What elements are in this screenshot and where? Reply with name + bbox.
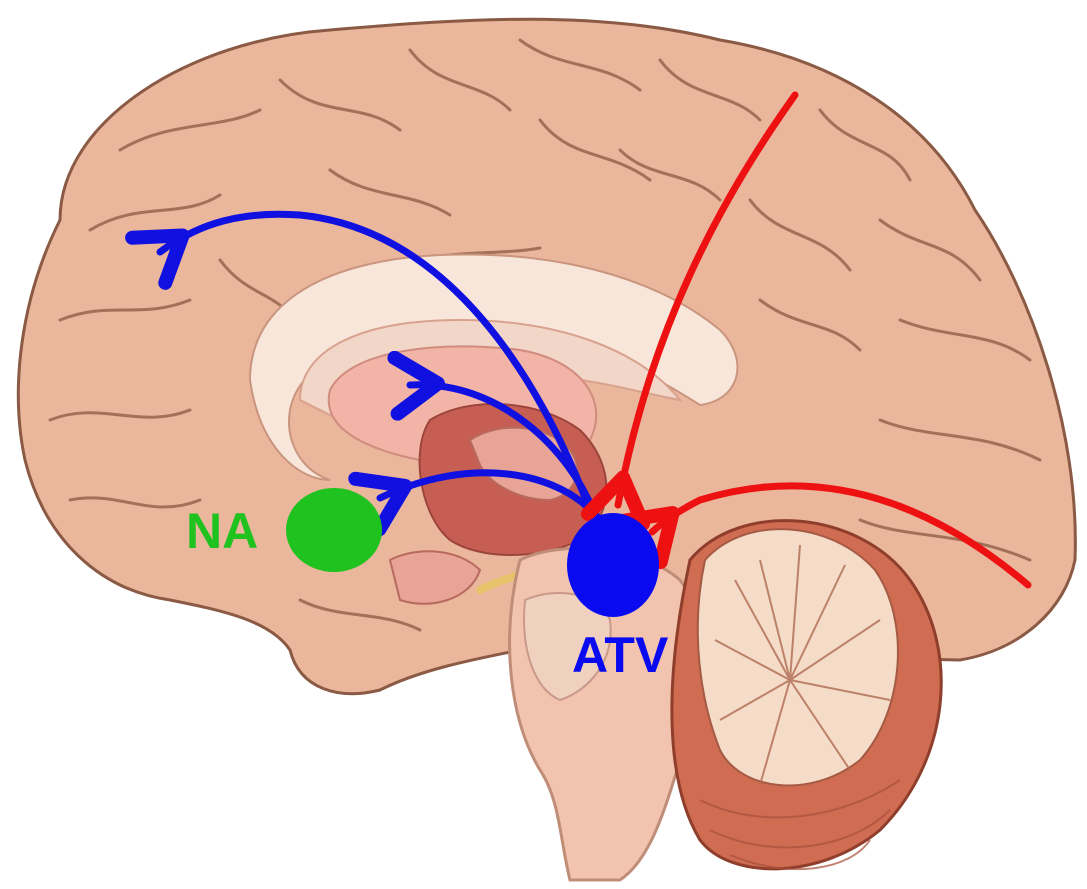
nucleus-accumbens-label: NA (186, 503, 258, 559)
cerebellum (672, 521, 941, 870)
ventral-tegmental-area (567, 513, 659, 617)
vta-label: ATV (572, 627, 669, 683)
nucleus-accumbens (286, 488, 382, 572)
